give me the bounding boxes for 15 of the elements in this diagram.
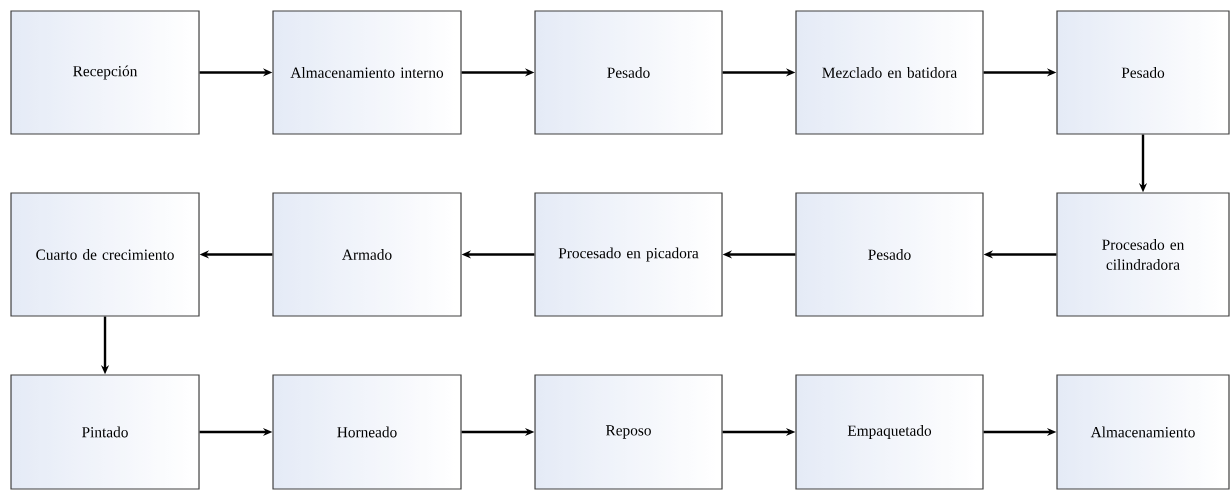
process-box: Empaquetado [795, 374, 984, 490]
process-box: Cuarto de crecimiento [10, 192, 200, 317]
process-box: Recepción [10, 10, 200, 135]
process-box: Reposo [534, 374, 723, 490]
process-box: Armado [272, 192, 462, 317]
process-box: Pesado [534, 10, 723, 135]
process-box: Horneado [272, 374, 462, 490]
process-box: Pesado [1056, 10, 1230, 135]
process-box: Almacenamiento [1056, 374, 1230, 490]
process-box: Pesado [795, 192, 984, 317]
process-box: Procesado en picadora [534, 192, 723, 317]
process-box: Procesado en cilindradora [1056, 192, 1230, 317]
process-box: Almacenamiento interno [272, 10, 462, 135]
process-box: Pintado [10, 374, 200, 490]
process-box: Mezclado en batidora [795, 10, 984, 135]
